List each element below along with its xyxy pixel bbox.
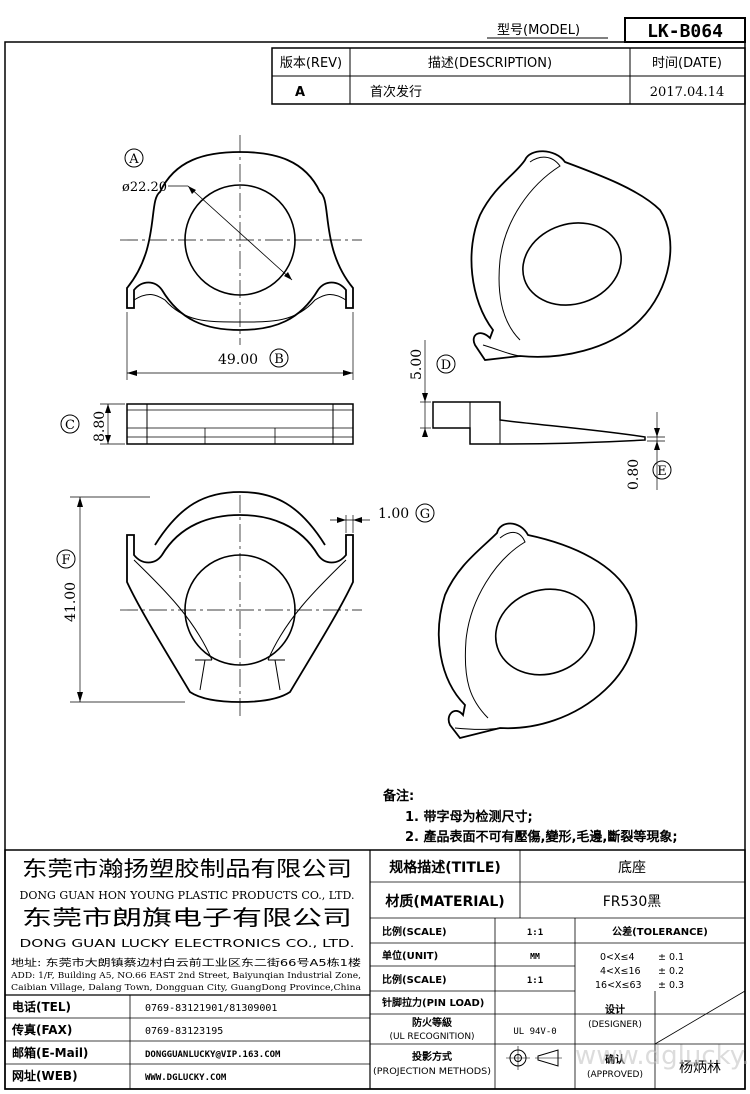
marker-b: B bbox=[274, 352, 284, 367]
marker-a: A bbox=[128, 152, 139, 167]
revision-table: 版本(REV) 描述(DESCRIPTION) 时间(DATE) A 首次发行 … bbox=[271, 47, 746, 105]
marker-d: D bbox=[441, 358, 451, 373]
pin-load-label: 针脚拉力(PIN LOAD) bbox=[382, 996, 484, 1009]
marker-a-circle bbox=[124, 148, 144, 168]
dim-height-d: 5.00 bbox=[409, 349, 425, 380]
dim-diameter: ø22.20 bbox=[122, 180, 167, 195]
marker-f: F bbox=[61, 553, 70, 568]
designer-label-cn: 设计 bbox=[605, 1003, 625, 1016]
scale-value: 1:1 bbox=[527, 928, 543, 938]
date-label: 时间(DATE) bbox=[652, 56, 722, 71]
approved-value: 杨炳林 bbox=[679, 1060, 721, 1076]
rev-label: 版本(REV) bbox=[280, 56, 342, 71]
company-name-1-cn: 东莞市瀚扬塑胶制品有限公司 bbox=[22, 857, 352, 881]
tol-value-1: ± 0.1 bbox=[658, 952, 684, 963]
spec-title-label: 规格描述(TITLE) bbox=[389, 859, 501, 876]
marker-c: C bbox=[65, 418, 75, 433]
marker-d-circle bbox=[436, 354, 456, 374]
tol-range-2: 4<X≤16 bbox=[600, 966, 641, 977]
marker-g: G bbox=[420, 507, 430, 522]
material-label: 材质(MATERIAL) bbox=[385, 893, 504, 910]
approved-label-cn: 确认 bbox=[605, 1053, 626, 1066]
watermark: www.dglucky.com bbox=[575, 1041, 750, 1071]
company-name-2-en: DONG GUAN LUCKY ELECTRONICS CO., LTD. bbox=[20, 937, 355, 950]
isometric-view-top bbox=[470, 150, 672, 361]
fax-label: 传真(FAX) bbox=[11, 1022, 72, 1037]
projection-label-en: (PROJECTION METHODS) bbox=[373, 1067, 491, 1077]
tolerance-label: 公差(TOLERANCE) bbox=[612, 925, 708, 938]
address-cn: 地址: 东莞市大朗镇蔡边村白云前工业区东二街66号A5栋1楼 bbox=[11, 957, 362, 969]
unit-value: MM bbox=[530, 952, 540, 961]
marker-e-circle bbox=[652, 460, 672, 480]
web-value: WWW.DGLUCKY.COM bbox=[145, 1073, 227, 1083]
top-view bbox=[120, 135, 362, 345]
address-en-1: ADD: 1/F, Building A5, NO.66 EAST 2nd St… bbox=[10, 971, 361, 980]
fire-value: UL 94V-0 bbox=[513, 1027, 556, 1037]
title-block bbox=[4, 849, 746, 1090]
model-box bbox=[624, 17, 746, 43]
desc-label: 描述(DESCRIPTION) bbox=[428, 56, 552, 71]
note-item-2: 2. 產品表面不可有壓傷,變形,毛邊,斷裂等現象; bbox=[405, 829, 678, 845]
isometric-view-bottom bbox=[437, 522, 638, 740]
designer-label-en: (DESIGNER) bbox=[588, 1020, 642, 1030]
tel-label: 电话(TEL) bbox=[12, 999, 71, 1014]
desc-value: 首次发行 bbox=[370, 84, 422, 100]
scale2-value: 1:1 bbox=[527, 976, 543, 986]
scale-label: 比例(SCALE) bbox=[382, 925, 447, 938]
tel-value: 0769-83121901/81309001 bbox=[145, 1003, 277, 1014]
marker-c-circle bbox=[60, 414, 80, 434]
date-value: 2017.04.14 bbox=[650, 85, 724, 100]
address-en-2: Caibian Village, Dalang Town, Dongguan C… bbox=[11, 983, 361, 992]
model-value: LK-B064 bbox=[647, 21, 723, 42]
projection-label-cn: 投影方式 bbox=[412, 1050, 452, 1063]
email-value: DONGGUANLUCKY@VIP.163.COM bbox=[145, 1050, 281, 1060]
dim-width: 49.00 bbox=[218, 352, 258, 368]
fire-label-en: (UL RECOGNITION) bbox=[389, 1032, 474, 1042]
side-view bbox=[100, 403, 354, 445]
dim-g: 1.00 bbox=[378, 506, 409, 522]
dim-thickness-e: 0.80 bbox=[626, 459, 642, 490]
note-item-1: 1. 带字母为检测尺寸; bbox=[405, 809, 533, 825]
tol-value-3: ± 0.3 bbox=[658, 980, 684, 991]
side-detail-view bbox=[420, 340, 665, 490]
spec-title-value: 底座 bbox=[618, 860, 646, 876]
rev-value: A bbox=[295, 85, 305, 100]
scale2-label: 比例(SCALE) bbox=[382, 973, 447, 986]
company-name-1-en: DONG GUAN HON YOUNG PLASTIC PRODUCTS CO.… bbox=[20, 889, 355, 902]
tol-range-3: 16<X≤63 bbox=[595, 980, 642, 991]
tol-range-1: 0<X≤4 bbox=[600, 952, 635, 963]
dim-depth-f: 41.00 bbox=[63, 582, 79, 622]
projection-symbol-icon bbox=[506, 1046, 562, 1070]
fire-label-cn: 防火等級 bbox=[412, 1016, 452, 1029]
dim-width-line bbox=[126, 312, 354, 380]
fax-value: 0769-83123195 bbox=[145, 1026, 223, 1037]
marker-g-circle bbox=[415, 503, 435, 523]
notes-title: 备注: bbox=[382, 788, 414, 804]
marker-e: E bbox=[657, 464, 667, 479]
dim-height-side: 8.80 bbox=[92, 411, 108, 442]
marker-b-circle bbox=[269, 348, 289, 368]
approved-label-en: (APPROVED) bbox=[587, 1070, 643, 1080]
email-label: 邮箱(E-Mail) bbox=[12, 1045, 88, 1060]
web-label: 网址(WEB) bbox=[12, 1068, 78, 1083]
marker-f-circle bbox=[56, 549, 76, 569]
material-value: FR530黑 bbox=[603, 894, 662, 910]
front-view bbox=[70, 491, 370, 718]
unit-label: 单位(UNIT) bbox=[382, 949, 438, 962]
model-label: 型号(MODEL) bbox=[497, 23, 580, 38]
company-name-2-cn: 东莞市朗旗电子有限公司 bbox=[22, 906, 352, 930]
tol-value-2: ± 0.2 bbox=[658, 966, 684, 977]
